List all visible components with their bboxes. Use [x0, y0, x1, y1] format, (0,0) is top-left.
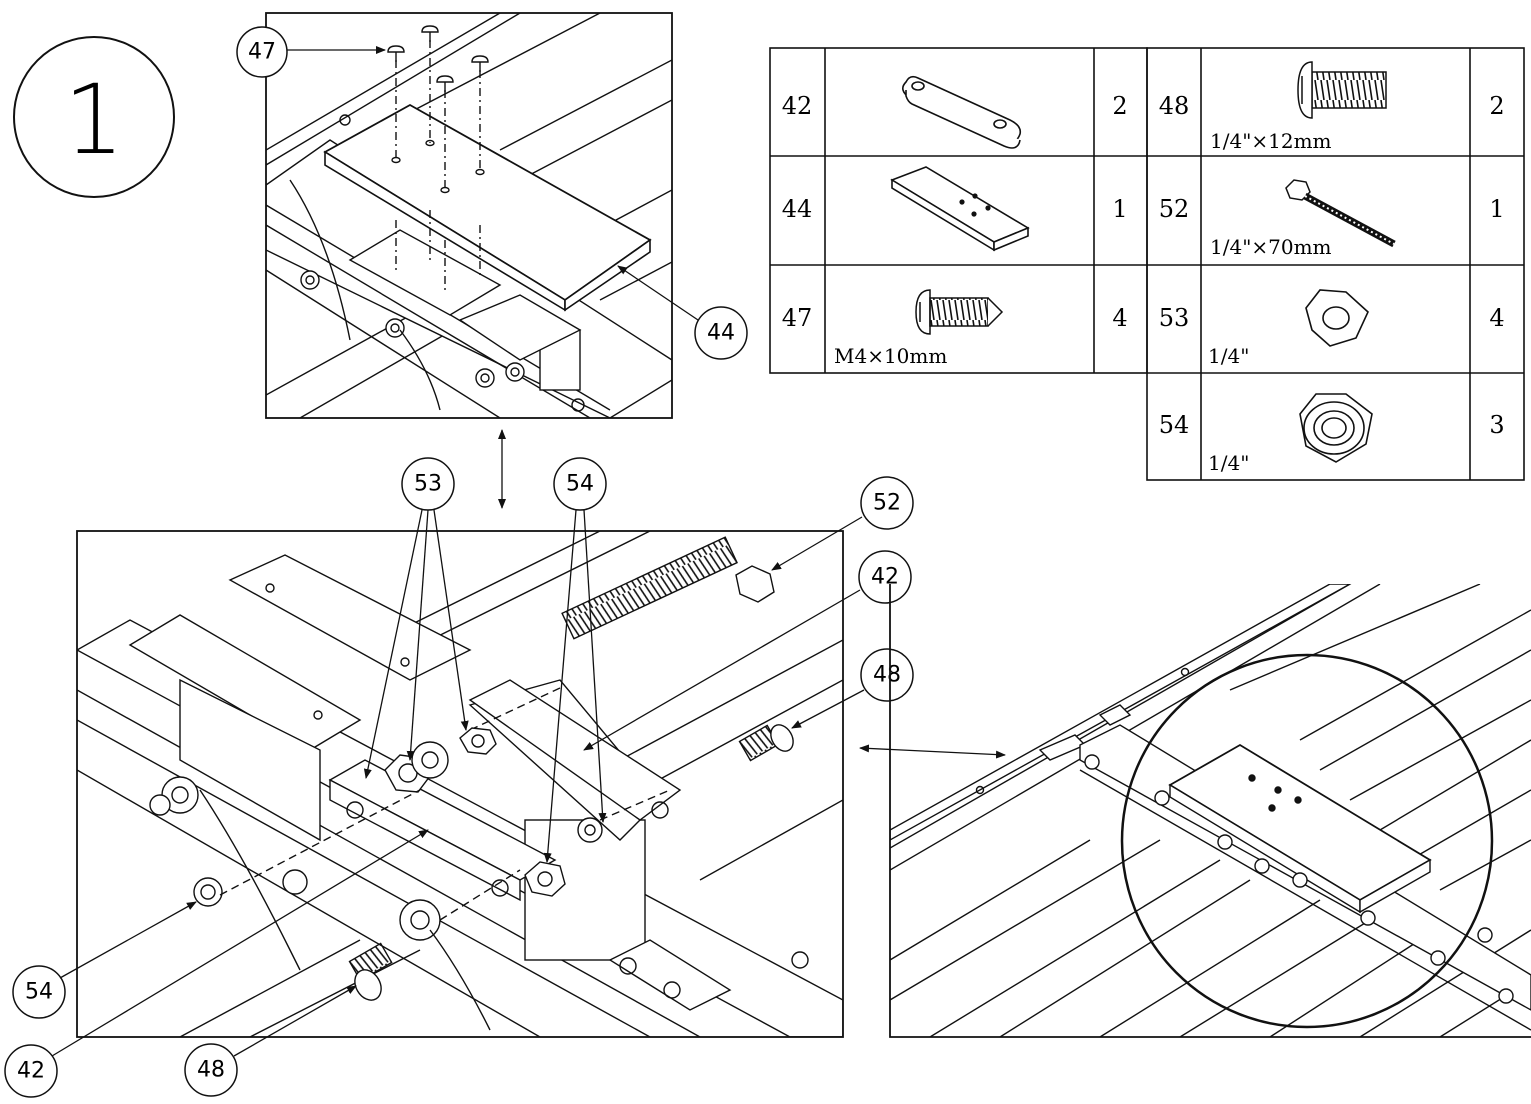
callout-48: 48: [791, 648, 914, 729]
parts-table-row-4: 54 3 1/4": [1159, 393, 1505, 475]
part-qty: 1: [1112, 195, 1127, 223]
callout-54-bottom-label: 54: [25, 980, 53, 1005]
part-id: 48: [1159, 92, 1190, 120]
link-plate-icon: [902, 75, 1022, 149]
top-detail-view: [265, 12, 673, 419]
part-id: 47: [782, 304, 813, 332]
mount-plate-icon: [890, 166, 1030, 252]
callout-42-label: 42: [871, 565, 899, 590]
step-number-badge: 1: [13, 36, 175, 198]
part-size: 1/4"×12mm: [1210, 129, 1332, 153]
callout-42-bottom: 42: [4, 829, 429, 1098]
view-link-arrow-horizontal: [859, 744, 1006, 759]
callout-54-label: 54: [566, 472, 594, 497]
part-size: M4×10mm: [834, 344, 947, 368]
hex-bolt-short-icon: [1297, 61, 1387, 119]
middle-detail-view: [76, 530, 844, 1038]
callout-53-label: 53: [414, 472, 442, 497]
callout-42-bottom-label: 42: [17, 1059, 45, 1084]
callout-52-label: 52: [873, 491, 901, 516]
callout-52: 52: [771, 476, 914, 571]
part-qty: 3: [1489, 411, 1504, 439]
part-size: 1/4": [1208, 344, 1249, 368]
parts-table-row-1: 42 2 48 2 1/4"×12mm: [782, 61, 1505, 153]
part-qty: 2: [1489, 92, 1504, 120]
callout-47: 47: [236, 26, 386, 78]
hex-nut-icon: [1305, 289, 1369, 347]
callout-48-label: 48: [873, 663, 901, 688]
callout-44-label: 44: [707, 321, 735, 346]
hex-bolt-long-icon: [1285, 179, 1396, 248]
callout-53: 53: [363, 457, 469, 779]
part-id: 52: [1159, 195, 1190, 223]
part-size: 1/4"×70mm: [1210, 235, 1332, 259]
step-number: 1: [63, 64, 124, 176]
parts-table: [769, 47, 1525, 481]
callout-42: 42: [583, 550, 912, 751]
lock-nut-icon: [1299, 393, 1373, 463]
parts-table-row-2: 44 1 52 1 1/4"×70mm: [782, 166, 1505, 259]
callout-48-bottom-label: 48: [197, 1058, 225, 1083]
part-id: 54: [1159, 411, 1190, 439]
callout-54-bottom: 54: [12, 901, 197, 1019]
part-qty: 4: [1112, 304, 1127, 332]
callout-48-bottom: 48: [184, 985, 357, 1097]
part-id: 53: [1159, 304, 1190, 332]
part-qty: 4: [1489, 304, 1504, 332]
part-size: 1/4": [1208, 451, 1249, 475]
part-id: 44: [782, 195, 813, 223]
right-overview-view: [889, 584, 1531, 1038]
part-qty: 1: [1489, 195, 1504, 223]
part-id: 42: [782, 92, 813, 120]
callout-44: 44: [617, 265, 748, 360]
callout-47-label: 47: [248, 40, 276, 65]
parts-table-row-3: 47 4 53 4 M4×10mm 1/4": [782, 289, 1505, 368]
part-qty: 2: [1112, 92, 1127, 120]
self-tapping-screw-icon: [915, 289, 1004, 335]
callout-54: 54: [543, 457, 607, 863]
